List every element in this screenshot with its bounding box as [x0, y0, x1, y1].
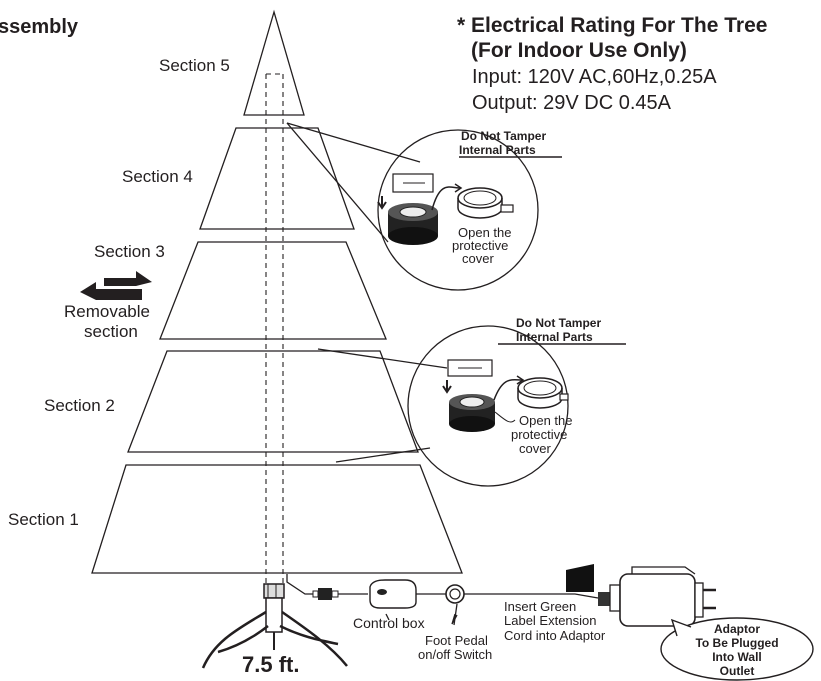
open-cover-text-lower-2: protective: [511, 427, 567, 442]
foot-pedal-label: Foot Pedal: [425, 633, 488, 648]
open-cover-text-upper: Open the: [458, 225, 512, 240]
callout-line: [286, 122, 421, 163]
callout-line: [335, 447, 431, 463]
receptacle-illustration-upper: [377, 173, 514, 245]
section-3-label: Section 3: [94, 242, 165, 261]
power-cord: [286, 574, 599, 626]
section-5-label: Section 5: [159, 56, 230, 75]
adaptor-note-bubble: [660, 617, 814, 681]
rating-output: Output: 29V DC 0.45A: [472, 92, 672, 114]
control-box-icon: [369, 579, 417, 609]
removable-arrows-icon: [80, 271, 152, 300]
adaptor-icon: [598, 566, 716, 627]
cord-connector-icon: [312, 588, 339, 600]
callout-line: [286, 122, 389, 243]
receptacle-illustration-lower: [442, 359, 569, 432]
warning-text-upper: Do Not Tamper: [461, 129, 546, 143]
open-cover-text-upper-3: cover: [462, 251, 494, 266]
section-2-label: Section 2: [44, 396, 115, 415]
adaptor-note: Adaptor: [714, 622, 760, 636]
open-cover-text-lower: Open the: [519, 413, 573, 428]
section-1-label: Section 1: [8, 510, 79, 529]
section-4-shape: [199, 127, 355, 230]
foot-pedal-label-2: on/off Switch: [418, 647, 492, 662]
control-box-label: Control box: [353, 615, 425, 631]
rating-input: Input: 120V AC,60Hz,0.25A: [472, 66, 717, 88]
adaptor-note-2: To Be Plugged: [695, 636, 778, 650]
page-title: ssembly: [0, 16, 79, 38]
tree-stand-icon: [201, 583, 348, 669]
section-5-shape: [243, 9, 305, 116]
adaptor-note-4: Outlet: [720, 664, 755, 678]
warning-text-lower-2: Internal Parts: [516, 330, 593, 344]
section-2-shape: [127, 350, 419, 453]
tree-height-label: 7.5 ft.: [242, 652, 299, 677]
insert-cord-label-2: Label Extension: [504, 613, 597, 628]
section-4-label: Section 4: [122, 167, 193, 186]
removable-label-2: section: [84, 322, 138, 341]
section-1-shape: [91, 464, 463, 574]
callout-line: [317, 348, 448, 369]
open-cover-text-lower-3: cover: [519, 441, 551, 456]
callout-circle-lower: [407, 325, 569, 487]
center-pole: [265, 73, 284, 598]
rating-indoor-note: (For Indoor Use Only): [471, 39, 687, 62]
foot-pedal-icon: [445, 584, 465, 604]
callout-circle-upper: [377, 129, 539, 291]
extension-cord-coil-icon: [566, 564, 594, 592]
adaptor-note-3: Into Wall: [712, 650, 762, 664]
section-3-shape: [159, 241, 387, 340]
warning-text-upper-2: Internal Parts: [459, 143, 536, 157]
open-cover-text-upper-2: protective: [452, 238, 508, 253]
insert-cord-label-3: Cord into Adaptor: [504, 628, 606, 643]
removable-label: Removable: [64, 302, 150, 321]
warning-text-lower: Do Not Tamper: [516, 316, 601, 330]
insert-cord-label: Insert Green: [504, 599, 576, 614]
rating-heading: * Electrical Rating For The Tree: [457, 14, 767, 37]
